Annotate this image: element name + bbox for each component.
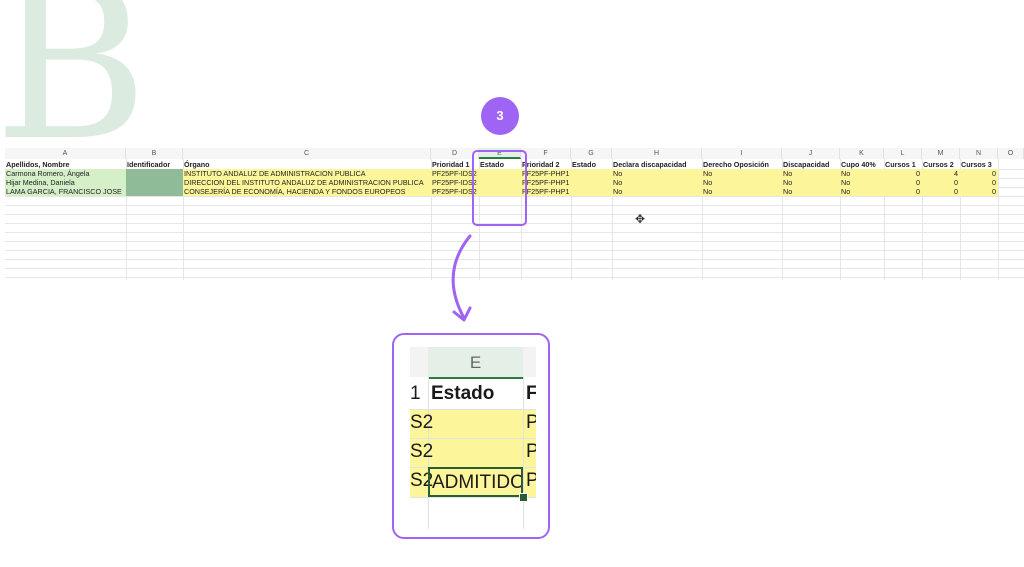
table-cell[interactable]: PF25PF-PHP1 xyxy=(521,187,571,196)
col-header-h[interactable]: H xyxy=(612,148,702,159)
cell-cursor-icon: ✥ xyxy=(635,212,646,226)
col-header-e[interactable]: E xyxy=(479,148,521,159)
col-header-k[interactable]: K xyxy=(840,148,884,159)
table-cell[interactable] xyxy=(571,178,612,187)
col-header-n[interactable]: N xyxy=(960,148,998,159)
spreadsheet: A B C D E F G H I J K L M N O Apellidos,… xyxy=(5,148,1024,280)
table-cell[interactable]: DIRECCION DEL INSTITUTO ANDALUZ DE ADMIN… xyxy=(183,178,431,187)
zoom-callout: E 1 Estado F S2 S2 S2 P P P ADMITIDO xyxy=(392,333,550,539)
table-cell[interactable]: LAMA GARCIA, FRANCISCO JOSE xyxy=(5,187,126,196)
zoomed-cells: E 1 Estado F S2 S2 S2 P P P ADMITIDO xyxy=(410,347,536,529)
table-cell[interactable] xyxy=(571,187,612,196)
zoom-cell-right: P xyxy=(526,441,536,463)
col-header-a[interactable]: A xyxy=(5,148,126,159)
header-cell[interactable]: Cursos 1 xyxy=(885,160,916,169)
col-header-i[interactable]: I xyxy=(702,148,782,159)
table-cell[interactable] xyxy=(479,178,521,187)
table-cell[interactable]: 4 xyxy=(922,169,960,178)
col-header-d[interactable]: D xyxy=(431,148,479,159)
table-cell[interactable]: No xyxy=(782,169,840,178)
col-header-j[interactable]: J xyxy=(782,148,840,159)
header-cell[interactable]: Prioridad 1 xyxy=(432,160,470,169)
header-cell[interactable]: Cursos 2 xyxy=(923,160,954,169)
zoom-cell-right: P xyxy=(526,412,536,434)
table-cell[interactable]: 0 xyxy=(960,169,998,178)
table-cell[interactable]: CONSEJERÍA DE ECONOMÍA, HACIENDA Y FONDO… xyxy=(183,187,431,196)
col-header-b[interactable]: B xyxy=(126,148,183,159)
header-cell[interactable]: Cursos 3 xyxy=(961,160,992,169)
table-cell[interactable]: No xyxy=(782,187,840,196)
zoom-cell-left: S2 xyxy=(410,470,434,491)
zoom-cell-right: P xyxy=(526,470,536,492)
table-cell[interactable]: 0 xyxy=(960,187,998,196)
curved-arrow-icon xyxy=(451,234,472,322)
table-cell[interactable]: No xyxy=(702,178,782,187)
table-cell[interactable]: 0 xyxy=(884,169,922,178)
header-cell[interactable]: Declara discapacidad xyxy=(613,160,687,169)
table-cell[interactable]: PF25PF-IDS2 xyxy=(431,187,479,196)
header-cell[interactable]: Identificador xyxy=(127,160,171,169)
col-header-o[interactable]: O xyxy=(998,148,1024,159)
zoom-cell-left: S2 xyxy=(410,412,434,433)
table-cell[interactable]: 0 xyxy=(922,178,960,187)
header-cell[interactable]: Apellidos, Nombre xyxy=(6,160,70,169)
table-cell[interactable]: 0 xyxy=(922,187,960,196)
header-cell[interactable]: Prioridad 2 xyxy=(522,160,560,169)
col-header-l[interactable]: L xyxy=(884,148,922,159)
header-cell[interactable]: Estado xyxy=(572,160,596,169)
table-cell[interactable]: No xyxy=(840,178,884,187)
zoom-header-left: 1 xyxy=(410,383,421,404)
table-cell[interactable] xyxy=(126,178,183,187)
zoom-header-right: F xyxy=(526,383,536,405)
table-cell[interactable] xyxy=(571,169,612,178)
table-cell[interactable]: PF25PF-PHP1 xyxy=(521,178,571,187)
table-cell[interactable] xyxy=(126,169,183,178)
header-cell[interactable]: Derecho Oposición xyxy=(703,160,769,169)
zoom-col-header-e: E xyxy=(428,347,523,379)
table-cell[interactable]: Hijar Medina, Daniela xyxy=(5,178,126,187)
table-cell[interactable]: PF25PF-PHP1 xyxy=(521,169,571,178)
table-cell[interactable]: 0 xyxy=(884,187,922,196)
zoom-cell-left: S2 xyxy=(410,441,434,462)
table-cell[interactable]: No xyxy=(840,187,884,196)
table-cell[interactable]: No xyxy=(702,187,782,196)
table-cell[interactable]: 0 xyxy=(960,178,998,187)
table-cell[interactable]: No xyxy=(702,169,782,178)
table-cell[interactable]: No xyxy=(840,169,884,178)
table-cell[interactable]: 0 xyxy=(884,178,922,187)
table-cell[interactable] xyxy=(479,187,521,196)
table-cell[interactable]: No xyxy=(782,178,840,187)
header-cell[interactable]: Estado xyxy=(480,160,504,169)
table-cell[interactable]: INSTITUTO ANDALUZ DE ADMINISTRACION PUBL… xyxy=(183,169,431,178)
col-header-f[interactable]: F xyxy=(521,148,571,159)
header-cell[interactable]: Discapacidad xyxy=(783,160,830,169)
table-cell[interactable]: PF25PF-IDS2 xyxy=(431,178,479,187)
brand-logo: B xyxy=(0,0,149,187)
header-cell[interactable]: Cupo 40% xyxy=(841,160,876,169)
table-cell[interactable]: Carmona Romero, Ángela xyxy=(5,169,126,178)
column-e-highlight xyxy=(472,150,527,226)
col-header-g[interactable]: G xyxy=(571,148,612,159)
col-header-c[interactable]: C xyxy=(183,148,431,159)
table-cell[interactable]: No xyxy=(612,187,702,196)
fill-handle[interactable] xyxy=(519,493,528,502)
table-cell[interactable]: No xyxy=(612,169,702,178)
table-cell[interactable]: No xyxy=(612,178,702,187)
step-badge: 3 xyxy=(481,97,519,135)
header-cell[interactable]: Órgano xyxy=(184,160,210,169)
col-header-m[interactable]: M xyxy=(922,148,960,159)
active-cell-e[interactable]: ADMITIDO xyxy=(428,467,523,497)
table-cell[interactable] xyxy=(479,169,521,178)
zoom-header-estado: Estado xyxy=(431,383,495,404)
table-cell[interactable]: PF25PF-IDS2 xyxy=(431,169,479,178)
active-cell-value: ADMITIDO xyxy=(432,472,521,493)
table-cell[interactable] xyxy=(126,187,183,196)
